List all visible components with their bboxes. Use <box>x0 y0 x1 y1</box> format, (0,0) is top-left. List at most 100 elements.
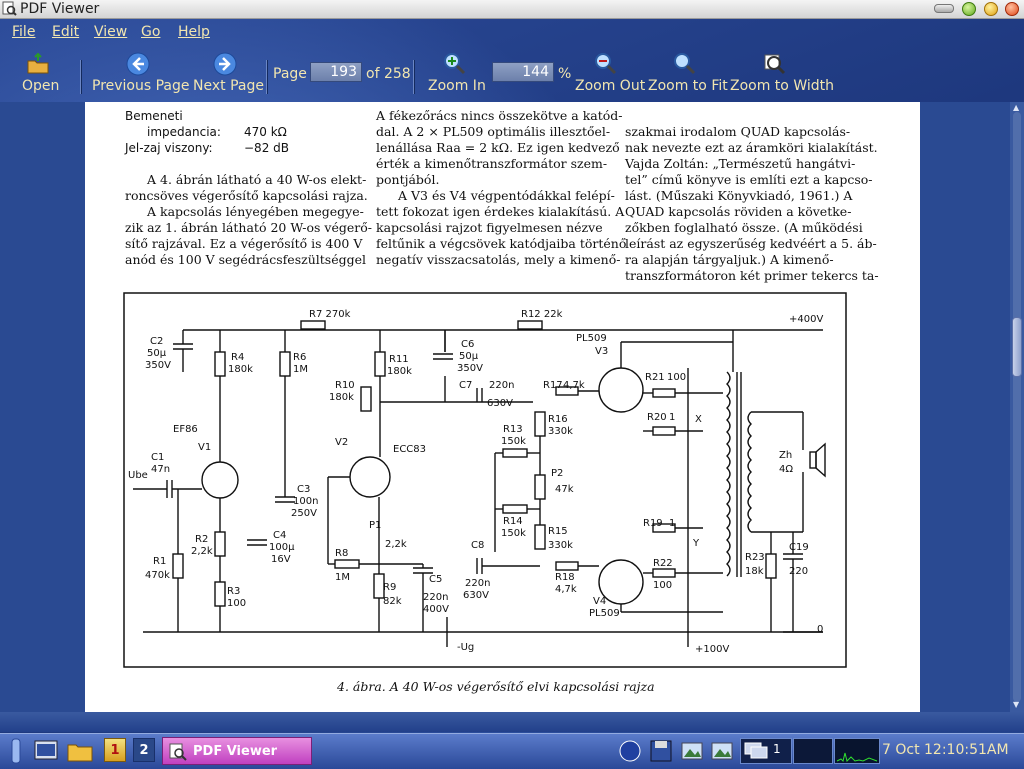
text-line: lenállása Raa = 2 kΩ. Ez igen kedvező <box>376 140 620 155</box>
minimize-button[interactable] <box>934 4 954 13</box>
schematic-label: 250V <box>291 508 317 519</box>
schematic-label: V2 <box>335 437 348 448</box>
schematic-label: 18k <box>745 566 764 577</box>
schematic-label: R2 <box>195 534 208 545</box>
clock[interactable]: 7 Oct 12:10:51AM <box>882 742 1009 758</box>
pdf-viewer-app-icon <box>2 1 17 16</box>
launcher-icon[interactable] <box>6 737 26 765</box>
schematic-label: R13 <box>503 424 523 435</box>
menu-view[interactable]: View <box>94 24 128 40</box>
schematic-label: R8 <box>335 548 348 559</box>
close-button[interactable] <box>1005 2 1019 16</box>
schematic-label: 16V <box>271 554 291 565</box>
schematic-label: 47n <box>151 464 170 475</box>
schematic-label: R6 <box>293 352 306 363</box>
text-line: szakmai irodalom QUAD kapcsolás- <box>625 124 851 139</box>
window-titlebar[interactable]: PDF Viewer <box>0 0 1024 19</box>
scroll-track[interactable] <box>1013 112 1021 702</box>
images-icon[interactable] <box>679 737 705 765</box>
pager-widget[interactable]: 1 <box>740 738 792 764</box>
schematic-label: 1 <box>669 412 675 423</box>
schematic-label: R3 <box>227 586 240 597</box>
schematic-label: PL509 <box>576 333 607 344</box>
schematic-label: R9 <box>383 582 396 593</box>
schematic-label: 50μ <box>459 351 479 362</box>
schematic-label: 100 <box>667 372 686 383</box>
taskbar-pdf-viewer-button[interactable]: PDF Viewer <box>162 737 312 765</box>
schematic-label: 0 <box>817 624 823 635</box>
schematic-label: 1 <box>669 518 675 529</box>
menu-file[interactable]: File <box>12 24 36 40</box>
schematic-label: C3 <box>297 484 310 495</box>
zoom-level-input[interactable]: 144 <box>492 62 554 82</box>
maximize-button[interactable] <box>962 2 976 16</box>
schematic-label: 47k <box>555 484 574 495</box>
pdf-page: Bemeneti impedancia: 470 kΩ Jel-zaj visz… <box>85 102 920 712</box>
text-line: pontjából. <box>376 172 440 187</box>
pager-value: 1 <box>773 742 781 756</box>
schematic-label: 1M <box>335 572 350 583</box>
schematic-label: 150k <box>501 528 526 539</box>
menu-go[interactable]: Go <box>141 24 161 40</box>
schematic-label: C5 <box>429 574 442 585</box>
schematic-label: Ube <box>128 470 148 481</box>
schematic-label: 470k <box>145 570 170 581</box>
schematic-label: C7 <box>459 380 472 391</box>
menubar: File Edit View Go Help <box>0 22 1024 44</box>
terminal-icon[interactable] <box>33 737 59 765</box>
schematic-label: C8 <box>471 540 484 551</box>
shade-button[interactable] <box>984 2 998 16</box>
schematic-label: 220n <box>465 578 490 589</box>
schematic-label: Zh <box>779 450 792 461</box>
text-line: tett fokozat igen érdekes kialakítású. A <box>376 204 625 219</box>
network-icon[interactable] <box>617 737 643 765</box>
toolbar-separator <box>80 60 82 94</box>
schematic-label: V3 <box>595 346 608 357</box>
schematic-label: R15 <box>548 526 568 537</box>
schematic-label: 630V <box>487 398 513 409</box>
file-manager-icon[interactable] <box>66 737 94 765</box>
schematic-label: C1 <box>151 452 164 463</box>
schematic-label: 330k <box>548 426 573 437</box>
arrow-left-icon <box>126 52 150 76</box>
vertical-scrollbar[interactable]: ▲ ▼ <box>1010 102 1024 712</box>
menu-edit[interactable]: Edit <box>52 24 80 40</box>
schematic-label: 82k <box>383 596 402 607</box>
page-number-input[interactable]: 193 <box>310 62 362 82</box>
schematic-label: V1 <box>198 442 211 453</box>
scroll-down-arrow-icon[interactable]: ▼ <box>1013 700 1020 709</box>
schematic-label: R12 22k <box>521 309 563 320</box>
schematic-label: R11 <box>389 354 409 365</box>
schematic-label: R17 <box>543 380 563 391</box>
schematic-label: 2,2k <box>385 539 407 550</box>
desktop-1-button[interactable]: 1 <box>104 738 126 762</box>
schematic-label: +400V <box>789 314 823 325</box>
schematic-label: 180k <box>387 366 412 377</box>
schematic-label: R20 <box>647 412 667 423</box>
document-viewport[interactable]: Bemeneti impedancia: 470 kΩ Jel-zaj visz… <box>0 102 1010 712</box>
scroll-up-arrow-icon[interactable]: ▲ <box>1013 103 1020 112</box>
pdf-viewer-task-icon <box>169 743 187 761</box>
schematic-label: -Ug <box>457 642 474 653</box>
schematic-label: 1M <box>293 364 308 375</box>
schematic-label: 350V <box>145 360 171 371</box>
images-icon[interactable] <box>709 737 735 765</box>
toolbar-separator <box>266 60 268 94</box>
text-line: Bemeneti <box>125 109 183 123</box>
schematic-label: 180k <box>329 392 354 403</box>
zoom-unit-label: % <box>558 66 572 82</box>
schematic-label: 2,2k <box>191 546 213 557</box>
schematic-label: C6 <box>461 339 474 350</box>
schematic-label: 100μ <box>269 542 295 553</box>
text-line: lást. (Műszaki Könyvkiadó, 1961.) A <box>625 188 853 203</box>
menu-help[interactable]: Help <box>178 24 210 40</box>
schematic-label: 330k <box>548 540 573 551</box>
scroll-thumb[interactable] <box>1012 317 1022 377</box>
schematic-label: 4,7k <box>563 380 585 391</box>
save-disk-icon[interactable] <box>648 737 674 765</box>
window-title: PDF Viewer <box>20 1 100 17</box>
text-line: nak nevezte ezt az áramköri kialakítást. <box>625 140 878 155</box>
schematic-label: Y <box>692 538 700 549</box>
desktop-2-button[interactable]: 2 <box>133 738 155 762</box>
zoom-out-icon <box>595 53 617 75</box>
